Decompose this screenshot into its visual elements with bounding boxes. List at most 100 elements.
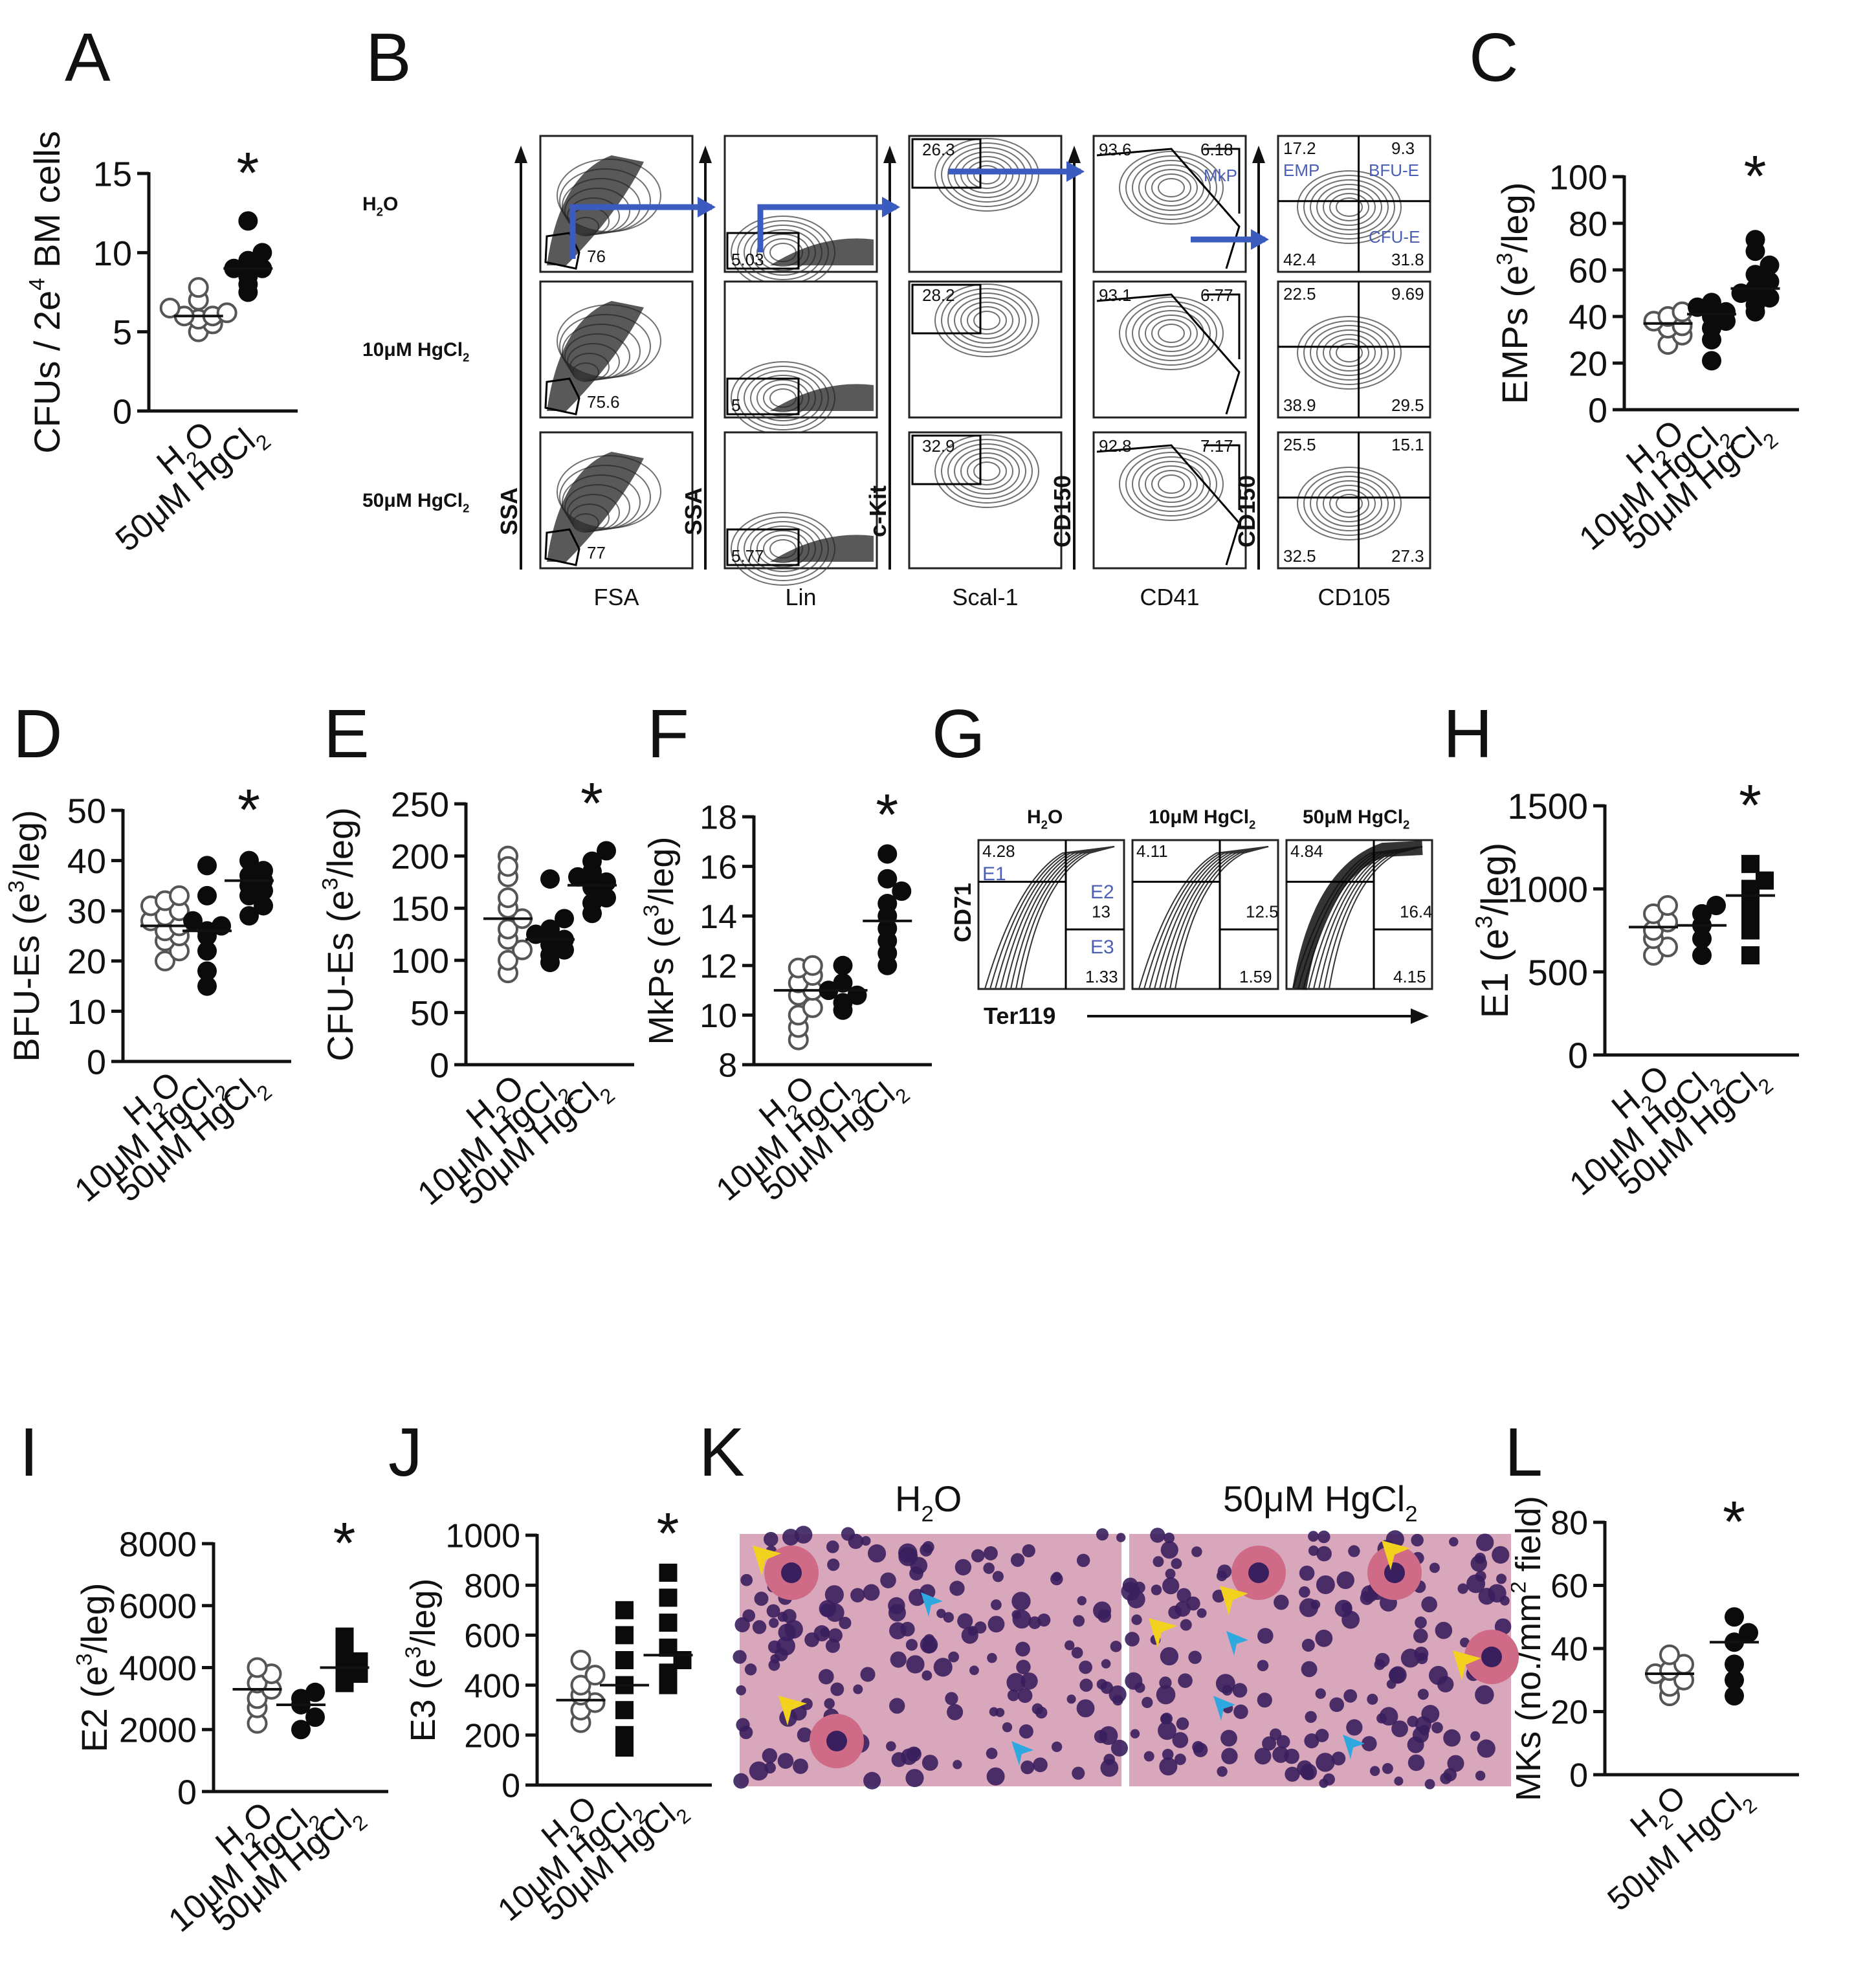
series-2	[643, 1563, 693, 1694]
series-1	[1687, 293, 1736, 371]
gate-value: 13	[1092, 902, 1110, 922]
arrow-head-icon	[1252, 146, 1265, 163]
nucleus	[861, 1536, 871, 1546]
svg-text:H2O: H2O	[150, 414, 226, 487]
contour	[1158, 474, 1185, 494]
series-0	[1645, 1644, 1694, 1707]
nucleus	[992, 1571, 1004, 1582]
contour	[1021, 846, 1115, 990]
data-point	[1760, 255, 1780, 275]
nucleus	[1341, 1602, 1352, 1614]
series-1	[182, 856, 232, 996]
flow-plot: 28.2	[908, 280, 1063, 419]
contour	[1125, 301, 1217, 366]
nucleus	[1415, 1616, 1427, 1629]
contour	[1154, 846, 1269, 990]
series-0	[1643, 301, 1693, 355]
nucleus	[1419, 1725, 1430, 1736]
contour	[1329, 193, 1369, 221]
data-point	[1706, 896, 1726, 915]
nucleus	[891, 1752, 907, 1768]
contour	[1010, 846, 1115, 990]
nucleus	[1153, 1556, 1164, 1568]
contour	[934, 434, 1039, 508]
significance-star: *	[1744, 144, 1767, 209]
gate	[911, 138, 982, 189]
nucleus	[1171, 1558, 1182, 1570]
data-point	[1725, 1607, 1744, 1627]
data-point	[238, 211, 258, 231]
y-tick-label: 12	[700, 948, 737, 986]
data-point	[615, 1701, 634, 1720]
nucleus	[1011, 1610, 1021, 1620]
contour	[1336, 343, 1363, 362]
nucleus	[1331, 1751, 1346, 1766]
nucleus	[1079, 1660, 1092, 1674]
data-point	[659, 1638, 678, 1657]
data-point	[1692, 946, 1712, 965]
contour	[1316, 184, 1382, 230]
contour	[954, 151, 1020, 198]
nucleus	[1176, 1717, 1189, 1730]
panel-label: H	[1443, 696, 1493, 772]
quadrant-value: 9.69	[1391, 284, 1424, 304]
arrow-head-icon	[882, 197, 900, 217]
contour	[941, 288, 1033, 353]
nucleus	[1429, 1562, 1440, 1573]
nucleus	[1032, 1703, 1043, 1715]
nucleus	[1006, 1672, 1026, 1693]
x-axis-label: FSA	[593, 584, 639, 610]
nucleus	[782, 1528, 799, 1546]
data-point	[615, 1651, 634, 1669]
nucleus	[1362, 1736, 1377, 1751]
contour	[1151, 173, 1191, 202]
data-point	[252, 243, 272, 263]
nucleus	[1100, 1759, 1119, 1777]
nucleus	[1257, 1660, 1269, 1672]
nucleus	[820, 1627, 830, 1637]
gate	[726, 528, 800, 566]
nucleus	[1076, 1553, 1090, 1568]
nucleus	[880, 1572, 896, 1588]
population-tag: E3	[1090, 937, 1114, 958]
contour	[1000, 846, 1115, 990]
significance-star: *	[333, 1511, 356, 1576]
y-tick-label: 20	[67, 942, 106, 981]
gate-value: 5.77	[731, 546, 764, 566]
nucleus	[1382, 1762, 1393, 1774]
contour	[1005, 846, 1115, 990]
nucleus	[764, 1762, 776, 1774]
nucleus	[736, 1685, 746, 1696]
nucleus	[1274, 1594, 1289, 1610]
arrow-head-icon	[883, 146, 896, 163]
y-tick-label: 1000	[1507, 869, 1588, 909]
gating-arrow	[569, 204, 712, 259]
data-point	[597, 841, 616, 861]
nucleus	[1160, 1647, 1179, 1666]
contour	[934, 138, 1039, 212]
series-2	[225, 850, 274, 926]
nucleus	[1343, 1689, 1358, 1703]
nucleus	[1076, 1699, 1095, 1718]
y-tick-label: 600	[464, 1617, 520, 1655]
y-tick-label: 500	[1528, 952, 1588, 993]
quadrant-value: 17.2	[1283, 139, 1316, 158]
nucleus	[762, 1748, 778, 1764]
quadrant-value: 27.3	[1391, 546, 1424, 566]
gate	[544, 528, 580, 566]
flow-plot: 32.9	[908, 431, 1063, 570]
data-point	[570, 1650, 591, 1671]
gate-value: 93.1	[1099, 285, 1132, 305]
gate-value: 75.6	[587, 392, 620, 412]
nucleus	[1477, 1739, 1495, 1758]
nucleus	[1178, 1673, 1193, 1688]
data-point	[1725, 1654, 1744, 1674]
nucleus	[1037, 1613, 1051, 1627]
data-point	[1692, 929, 1712, 949]
density-cloud	[770, 535, 874, 562]
nucleus	[1285, 1766, 1300, 1782]
panel-label: I	[19, 1414, 38, 1491]
contour	[989, 846, 1115, 990]
